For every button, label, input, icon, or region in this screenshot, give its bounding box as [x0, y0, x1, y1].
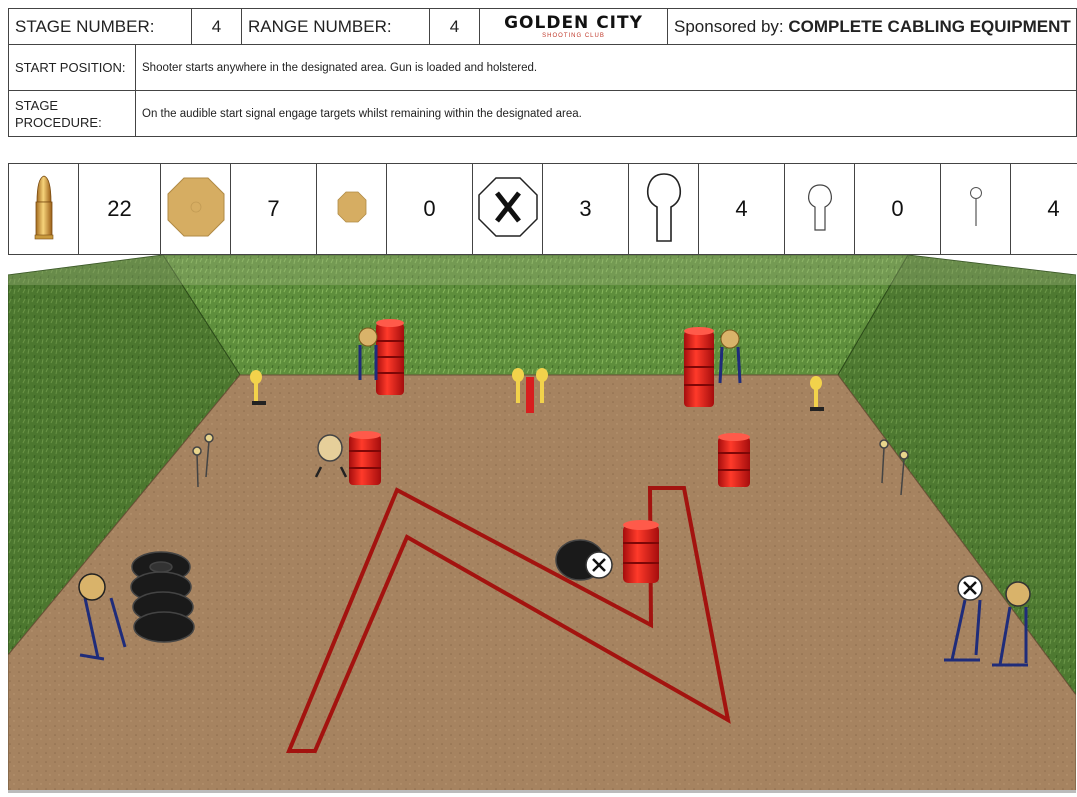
logo-main-text: GOLDEN CITY — [486, 15, 661, 32]
stage-layout-diagram — [8, 255, 1076, 793]
sponsor-line: Sponsored by: COMPLETE CABLING EQUIPMENT — [668, 9, 1077, 45]
stage-procedure-text: On the audible start signal engage targe… — [136, 91, 1077, 137]
large-steel-count: 7 — [231, 164, 317, 255]
medium-popper-count: 0 — [855, 164, 941, 255]
club-logo: GOLDEN CITY SHOOTING CLUB — [480, 9, 668, 45]
target-count-table: 22 7 0 3 — [8, 163, 1077, 255]
start-position-text: Shooter starts anywhere in the designate… — [136, 45, 1077, 91]
cartridge-icon — [9, 164, 79, 255]
small-steel-count: 0 — [387, 164, 473, 255]
small-popper-count: 4 — [1011, 164, 1077, 255]
barrel-stack-back-left — [376, 319, 404, 395]
start-position-label: START POSITION: — [9, 45, 136, 91]
barrel-mid-left — [349, 431, 381, 485]
stage-header-table: STAGE NUMBER: 4 RANGE NUMBER: 4 GOLDEN C… — [8, 8, 1077, 137]
large-steel-plate-icon — [161, 164, 231, 255]
range-number-label: RANGE NUMBER: — [242, 9, 430, 45]
sponsor-name: COMPLETE CABLING EQUIPMENT — [788, 17, 1070, 36]
large-popper-icon — [629, 164, 699, 255]
center-post — [526, 377, 534, 413]
medium-popper-icon — [785, 164, 855, 255]
rounds-count: 22 — [79, 164, 161, 255]
stage-number-label: STAGE NUMBER: — [9, 9, 192, 45]
range-number-value: 4 — [430, 9, 480, 45]
small-steel-plate-icon — [317, 164, 387, 255]
sponsor-prefix: Sponsored by: — [674, 17, 784, 36]
stage-number-value: 4 — [192, 9, 242, 45]
no-shoot-target-icon — [473, 164, 543, 255]
stage-procedure-label: STAGE PROCEDURE: — [9, 91, 136, 137]
no-shoot-count: 3 — [543, 164, 629, 255]
barrel-stack-back-right — [684, 327, 714, 407]
barrel-mid-right — [718, 433, 750, 487]
tyre-stack — [131, 552, 194, 642]
large-popper-count: 4 — [699, 164, 785, 255]
logo-sub-text: SHOOTING CLUB — [486, 33, 661, 39]
small-popper-icon — [941, 164, 1011, 255]
barrel-center — [623, 520, 659, 583]
